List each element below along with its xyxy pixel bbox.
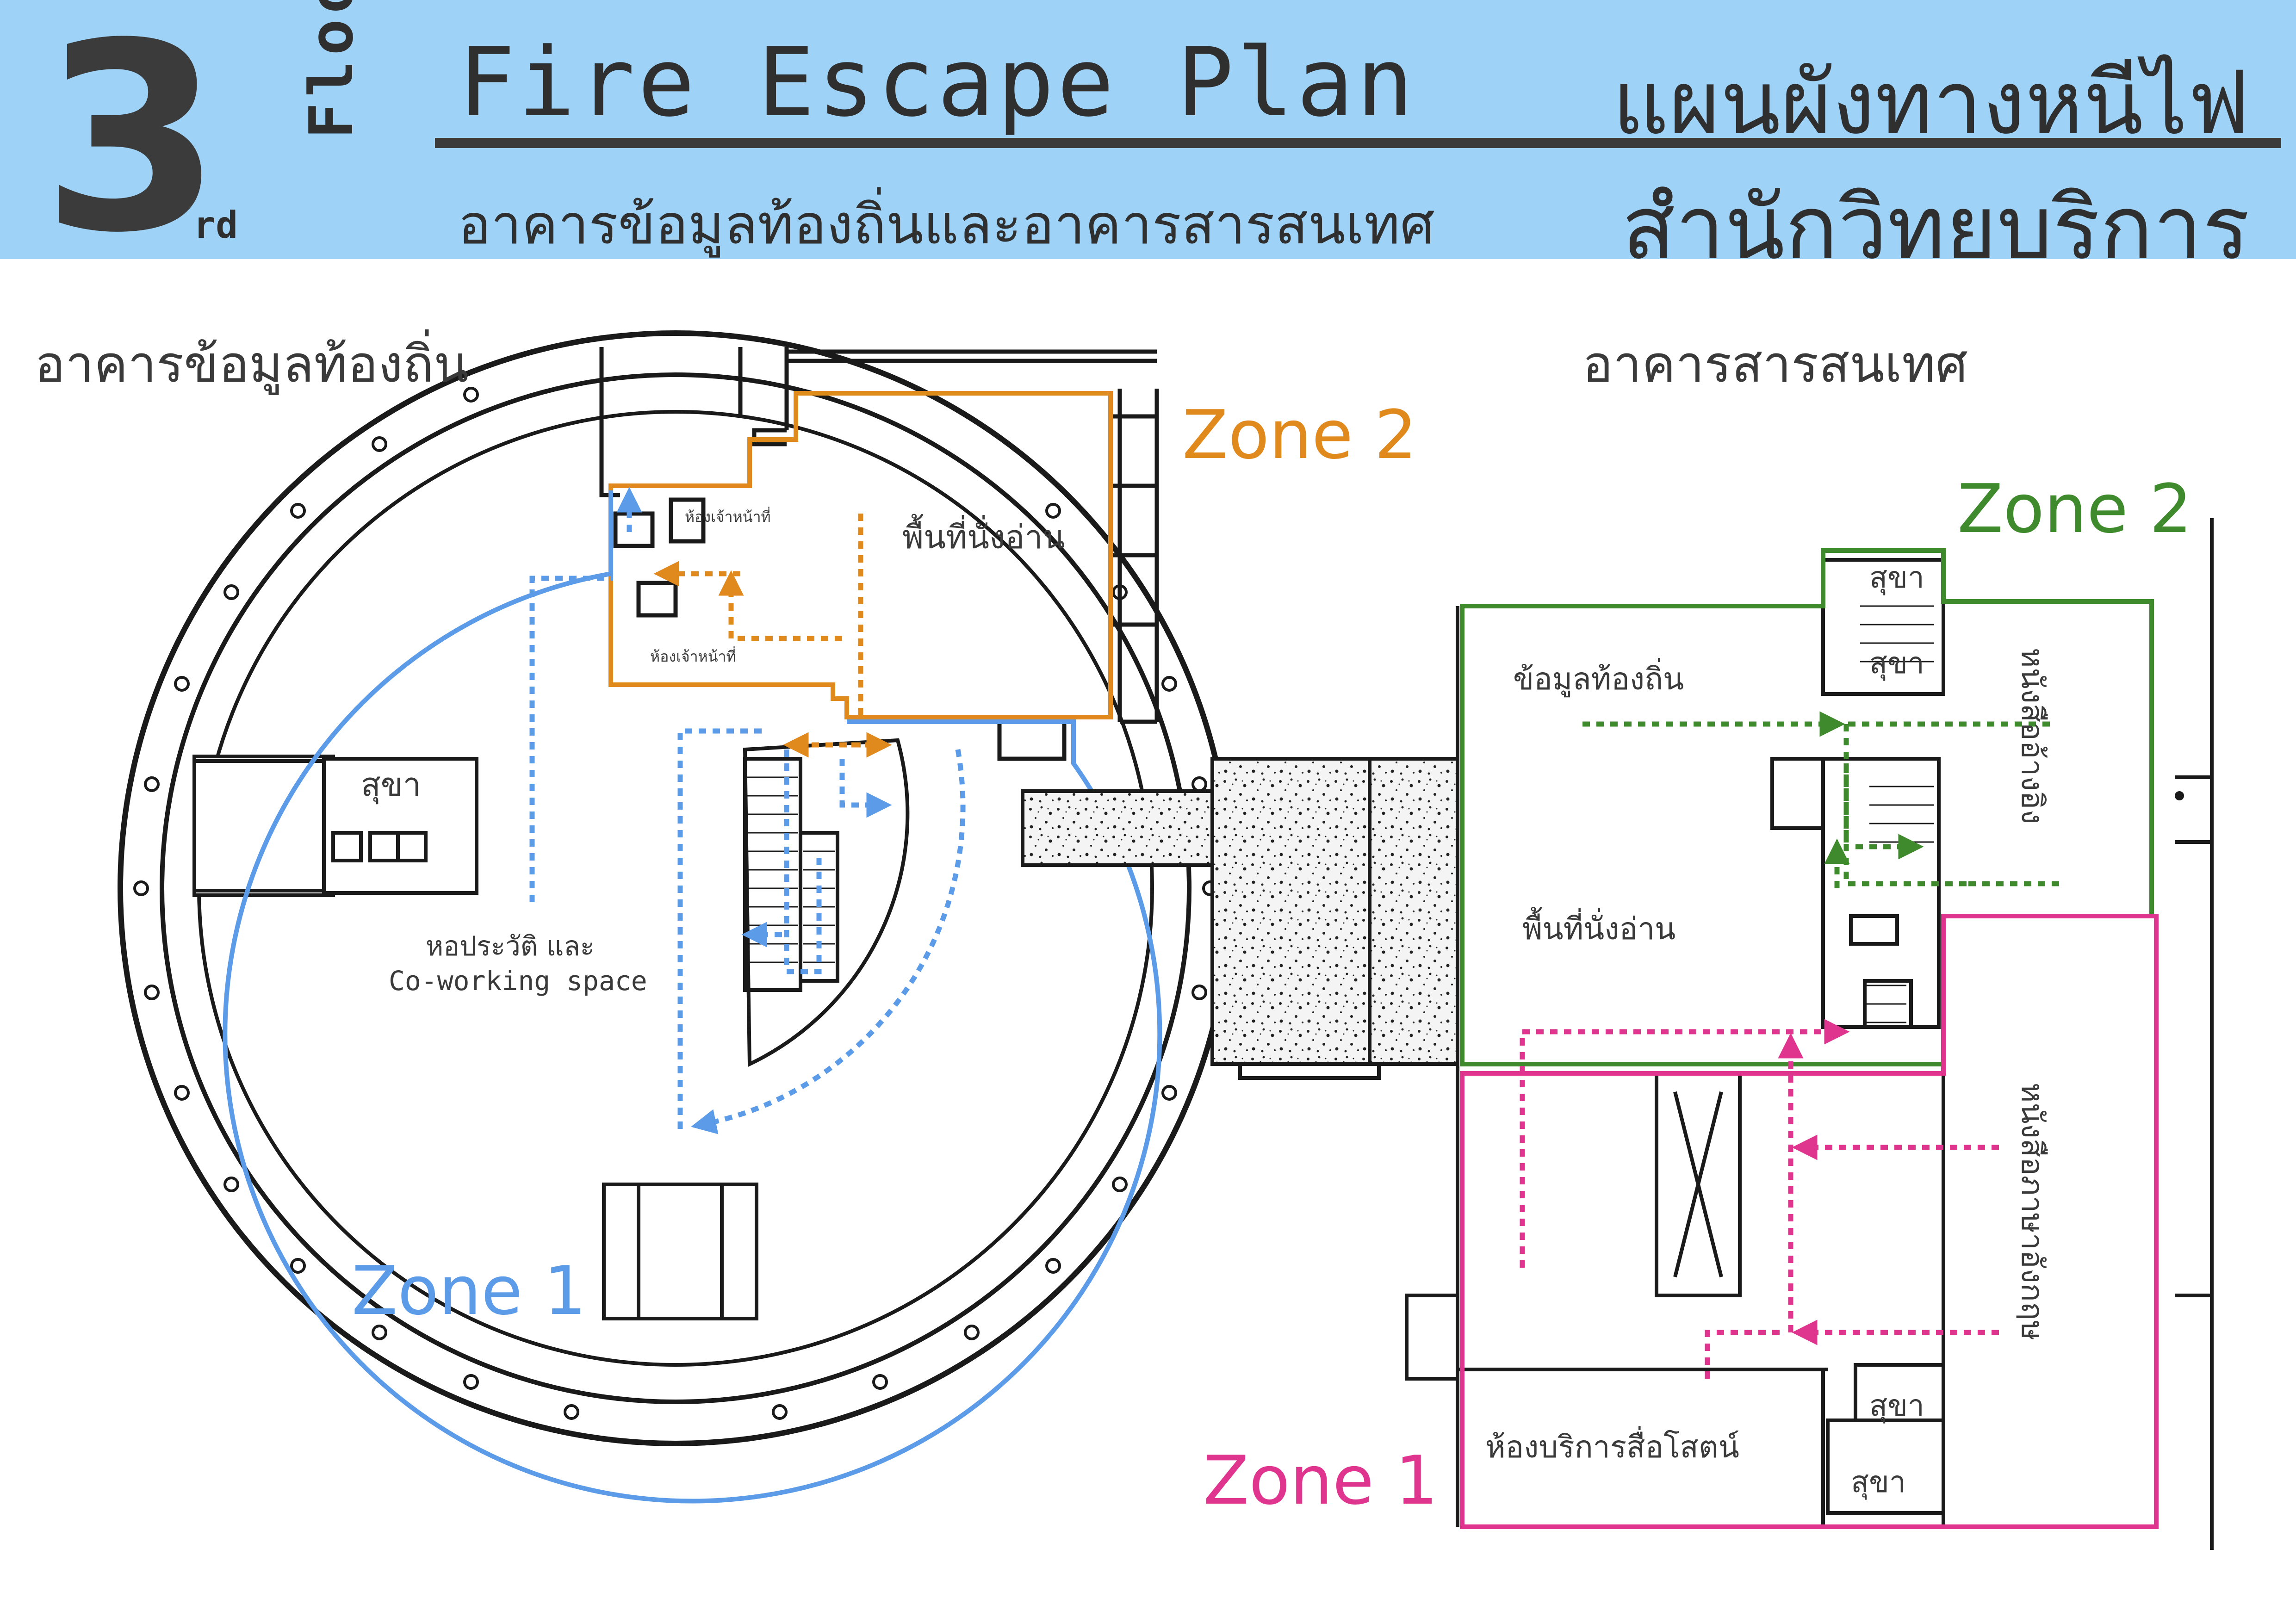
north-wing-walls bbox=[599, 347, 1159, 761]
route-pink-top bbox=[1520, 1019, 1850, 1268]
route-blue-stair2 bbox=[784, 750, 822, 974]
title-english: Fire Escape Plan bbox=[458, 28, 1416, 138]
route-pink-av bbox=[1705, 1330, 1786, 1379]
right-building-walls bbox=[1405, 518, 2214, 1550]
toilet-right-bottom1-label: สุขา bbox=[1869, 1389, 1924, 1424]
history-hall-label-line2: Co-working space bbox=[389, 965, 647, 997]
reading-area-left-label: พื้นที่นั่งอ่าน bbox=[902, 514, 1065, 556]
header-divider bbox=[435, 138, 2281, 148]
route-blue-fan bbox=[691, 749, 966, 1134]
local-info-label: ข้อมูลท้องถิ่น bbox=[1513, 658, 1684, 698]
toilet-right-top2-label: สุขา bbox=[1869, 646, 1924, 681]
floor-suffix: rd bbox=[193, 204, 238, 247]
toilet-right-bottom2-label: สุขา bbox=[1851, 1465, 1906, 1500]
staff-room-top-label: ห้องเจ้าหน้าที่ bbox=[685, 507, 771, 526]
english-books-label: หนังสือภาษาอังกฤษ bbox=[2015, 1083, 2050, 1340]
av-room-label: ห้องบริการสื่อโสตน์ bbox=[1485, 1426, 1739, 1465]
subtitle-buildings: อาคารข้อมูลท้องถิ่นและอาคารสารสนเทศ bbox=[458, 192, 1435, 256]
left-zone1-outline bbox=[223, 490, 1162, 1504]
outer-ring-inner-wall bbox=[160, 372, 1191, 1404]
route-blue-stair1 bbox=[839, 759, 892, 818]
right-building bbox=[1405, 518, 2214, 1550]
staff-room-bottom-label: ห้องเจ้าหน้าที่ bbox=[650, 646, 736, 665]
floor-number: 3 bbox=[42, 0, 222, 290]
reference-books-label: หนังสืออ้างอิง bbox=[2015, 648, 2050, 824]
left-building-name: อาคารข้อมูลท้องถิ่น bbox=[35, 329, 469, 395]
right-zone1-outline bbox=[1460, 914, 2159, 1529]
connecting-walkway bbox=[1021, 757, 1459, 1080]
ring-columns bbox=[133, 387, 1218, 1420]
right-zone1-label: Zone 1 bbox=[1203, 1442, 1438, 1520]
right-zone2-outline bbox=[1460, 548, 2154, 1066]
toilet-right-top1-label: สุขา bbox=[1869, 561, 1924, 595]
column-marker bbox=[2175, 791, 2184, 800]
subtitle-office: สำนักวิทยบริการ bbox=[1621, 177, 2250, 279]
south-bridge bbox=[602, 1183, 758, 1320]
reading-area-right-label: พื้นที่นั่งอ่าน bbox=[1522, 907, 1675, 947]
toilet-left-label: สุขา bbox=[361, 766, 421, 805]
right-zone2-label: Zone 2 bbox=[1957, 470, 2192, 548]
left-zone1-label: Zone 1 bbox=[352, 1252, 587, 1330]
route-green-stair bbox=[1843, 763, 1967, 886]
header-banner: 3 rd Floor Fire Escape Plan แผนผังทางหนี… bbox=[0, 0, 2296, 279]
west-toilet-block bbox=[322, 757, 478, 895]
left-zone2-label: Zone 2 bbox=[1182, 396, 1417, 474]
left-escape-routes bbox=[529, 487, 966, 1134]
right-escape-routes bbox=[1520, 711, 2059, 1379]
left-zone2-outline bbox=[608, 391, 1113, 719]
fan-stair-area bbox=[743, 738, 910, 1067]
right-building-name: อาคารสารสนเทศ bbox=[1582, 335, 1968, 394]
route-orange-staff2 bbox=[718, 570, 842, 641]
history-hall-label-line1: หอประวัติ และ bbox=[426, 930, 595, 962]
route-blue-history bbox=[529, 576, 613, 902]
west-bridge bbox=[192, 755, 335, 897]
left-building bbox=[118, 330, 1234, 1504]
title-thai: แผนผังทางหนีไฟ bbox=[1612, 52, 2250, 154]
